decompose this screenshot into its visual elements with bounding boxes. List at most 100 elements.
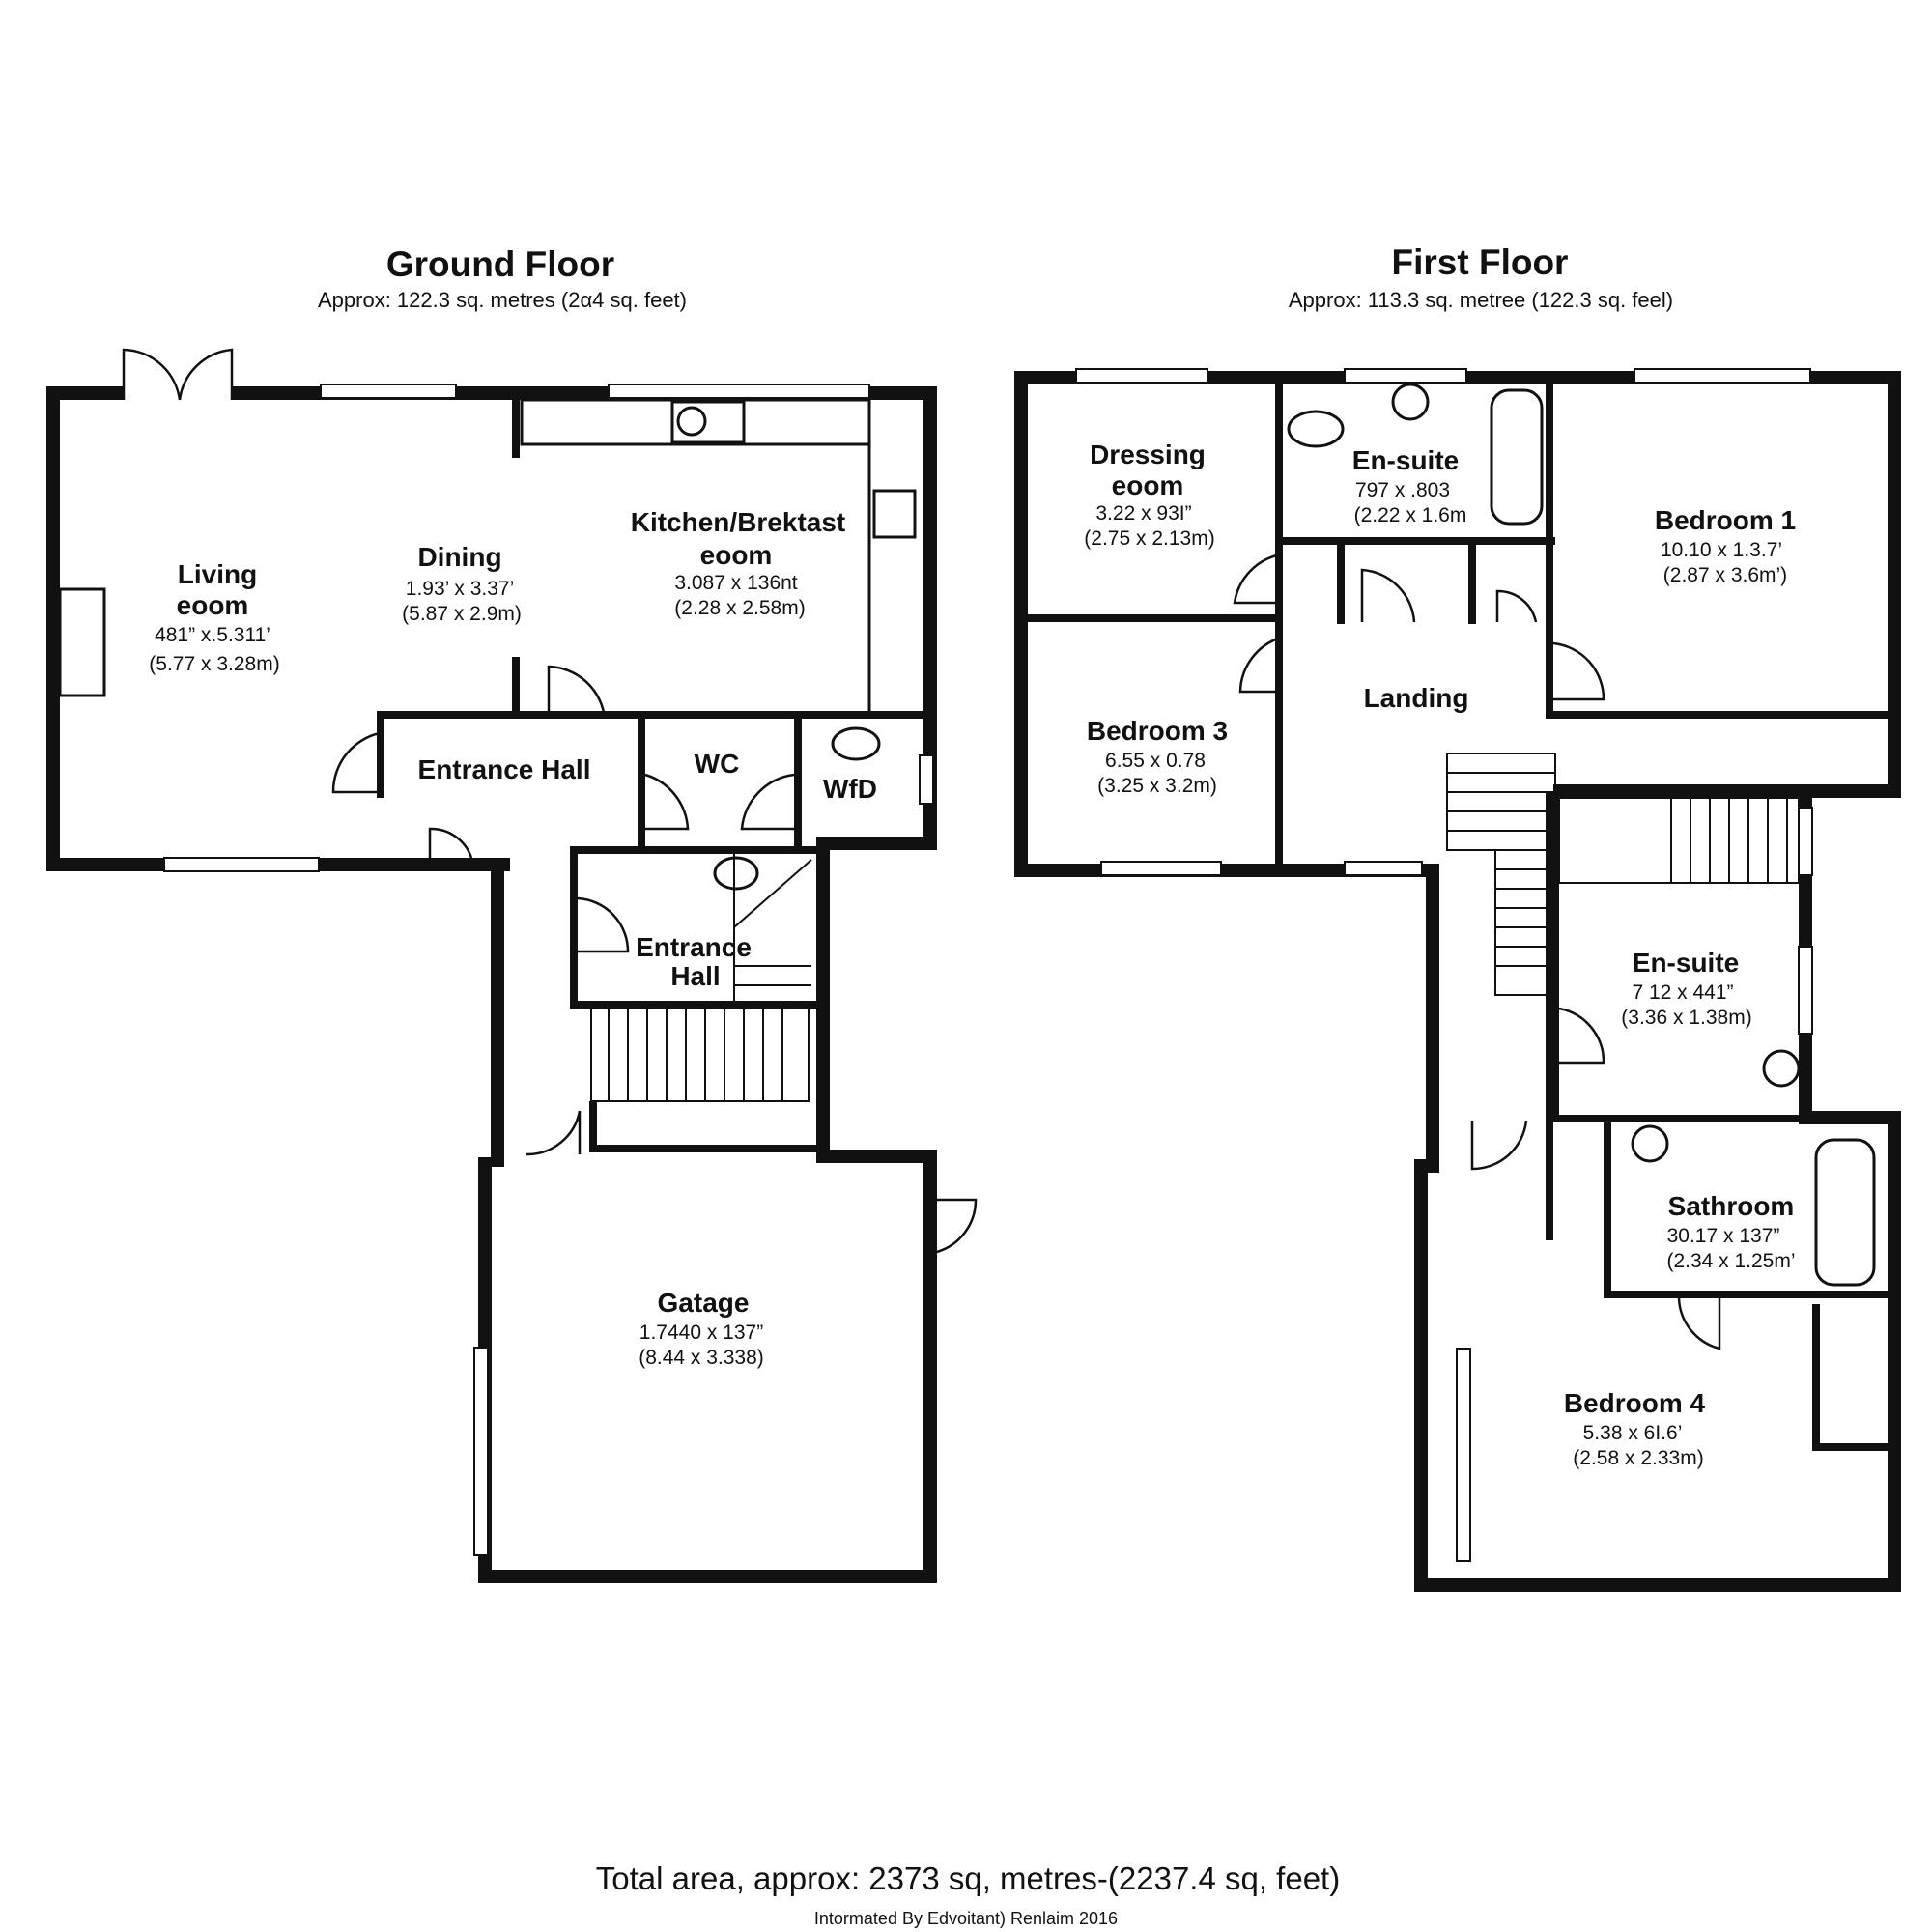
dressing-room-dim-imperial: 3.22 x 93I”: [1095, 502, 1191, 525]
credit-line: Intormated By Edvoitant) Renlaim 2016: [814, 1909, 1118, 1928]
wc-pan: [713, 856, 759, 891]
wall: [1888, 1111, 1901, 1592]
wall: [478, 1570, 937, 1583]
wall: [46, 386, 124, 400]
door: [1552, 641, 1605, 701]
living-room-name-2: eoom: [177, 590, 249, 620]
window: [1344, 368, 1467, 384]
staircase: [1446, 753, 1800, 996]
wall: [923, 1150, 937, 1582]
basin: [1391, 383, 1430, 421]
window: [1100, 861, 1222, 876]
dressing-room-name: Dressing: [1090, 440, 1206, 469]
window: [1634, 368, 1811, 384]
entrance-hall-name: Entrance Hall: [418, 754, 591, 784]
garage-name: Gatage: [658, 1288, 750, 1318]
door: [526, 1110, 582, 1156]
wall: [1546, 1115, 1553, 1240]
door: [577, 896, 630, 953]
wall: [1799, 1111, 1901, 1124]
door: [331, 730, 385, 794]
staircase: [590, 850, 812, 1102]
living-room-dim-metric: (5.77 x 3.28m): [149, 653, 279, 675]
door: [1238, 636, 1282, 694]
door: [428, 827, 473, 859]
dining-dim-imperial: 1.93’ x 3.37’: [406, 578, 514, 600]
wall: [512, 400, 520, 458]
door: [740, 773, 795, 831]
bath: [1814, 1138, 1876, 1287]
kitchen-name: Kitchen/Brektast: [631, 507, 846, 537]
door: [936, 1198, 978, 1254]
first-floor-area: Approx: 113.3 sq. metree (122.3 sq. feel…: [1289, 288, 1673, 312]
bath: [1490, 388, 1544, 526]
bathroom-dim-imperial: 30.17 x 137”: [1667, 1225, 1780, 1247]
wall: [1546, 792, 1559, 1121]
wall: [1546, 711, 1901, 719]
kitchen-counter: [520, 398, 871, 446]
wall: [1028, 614, 1281, 622]
window: [320, 384, 457, 399]
bedroom-1-dim-metric: (2.87 x 3.6m’): [1663, 564, 1787, 586]
bedroom-1-dim-imperial: 10.10 x 1.3.7’: [1661, 539, 1782, 561]
wall: [377, 711, 927, 719]
ensuite-2-name: En-suite: [1633, 948, 1739, 978]
garage-dim-metric: (8.44 x 3.338): [639, 1347, 764, 1369]
dining-dim-metric: (5.87 x 2.9m): [402, 603, 522, 625]
bedroom-3-dim-metric: (3.25 x 3.2m): [1097, 775, 1217, 797]
wall: [794, 711, 802, 846]
window: [473, 1347, 489, 1556]
kitchen-dim-metric: (2.28 x 2.58m): [674, 597, 805, 619]
wall: [46, 386, 60, 871]
wall: [1553, 784, 1901, 798]
wc-pan: [831, 726, 881, 761]
wall: [1546, 384, 1553, 719]
wall: [816, 1150, 937, 1163]
bedroom-4-dim-metric: (2.58 x 2.33m): [1573, 1447, 1703, 1469]
window: [163, 857, 320, 872]
window: [608, 384, 870, 399]
garage-dim-imperial: 1.7440 x 137”: [639, 1321, 763, 1344]
door: [1470, 1120, 1528, 1171]
door: [1495, 589, 1538, 623]
ensuite-2-dim-metric: (3.36 x 1.38m): [1621, 1007, 1751, 1029]
wall: [816, 850, 830, 1163]
wall: [1426, 864, 1439, 1173]
wall: [1604, 1291, 1893, 1298]
bathroom-dim-metric: (2.34 x 1.25m’: [1666, 1250, 1795, 1272]
toilet: [1287, 410, 1345, 448]
wall: [1414, 1578, 1901, 1592]
hob: [872, 489, 917, 539]
wall: [923, 386, 937, 850]
wall: [1275, 537, 1555, 545]
basin: [1762, 1049, 1801, 1088]
kitchen-dim-imperial: 3.087 x 136nt: [674, 572, 797, 594]
bedroom-1-name: Bedroom 1: [1655, 505, 1796, 535]
window: [1456, 1348, 1471, 1562]
wall: [377, 711, 384, 798]
wall: [589, 1101, 597, 1150]
door: [1233, 553, 1282, 605]
wall: [1014, 371, 1028, 877]
bedroom-4-dim-imperial: 5.38 x 6I.6’: [1583, 1422, 1683, 1444]
wc-name: WC: [695, 749, 740, 779]
window: [1798, 946, 1813, 1035]
wall: [1888, 371, 1901, 798]
wall: [1337, 537, 1345, 624]
landing-name: Landing: [1364, 683, 1469, 713]
wall: [570, 846, 578, 1006]
dressing-room-name-2: eoom: [1112, 470, 1184, 500]
ensuite-1-dim-imperial: 797 x .803: [1355, 479, 1450, 501]
french-door: [122, 348, 234, 401]
ensuite-2-dim-imperial: 7 12 x 441”: [1632, 981, 1733, 1004]
first-floor-plan: First Floor Approx: 113.3 sq. metree (12…: [1014, 242, 1901, 1592]
wall: [1812, 1443, 1889, 1451]
dressing-room-dim-metric: (2.75 x 2.13m): [1084, 527, 1214, 550]
window: [1075, 368, 1208, 384]
wall: [570, 1001, 821, 1009]
door: [547, 665, 607, 720]
sink-basin: [676, 406, 707, 437]
door: [1677, 1297, 1721, 1350]
kitchen-name-2: eoom: [700, 540, 773, 570]
